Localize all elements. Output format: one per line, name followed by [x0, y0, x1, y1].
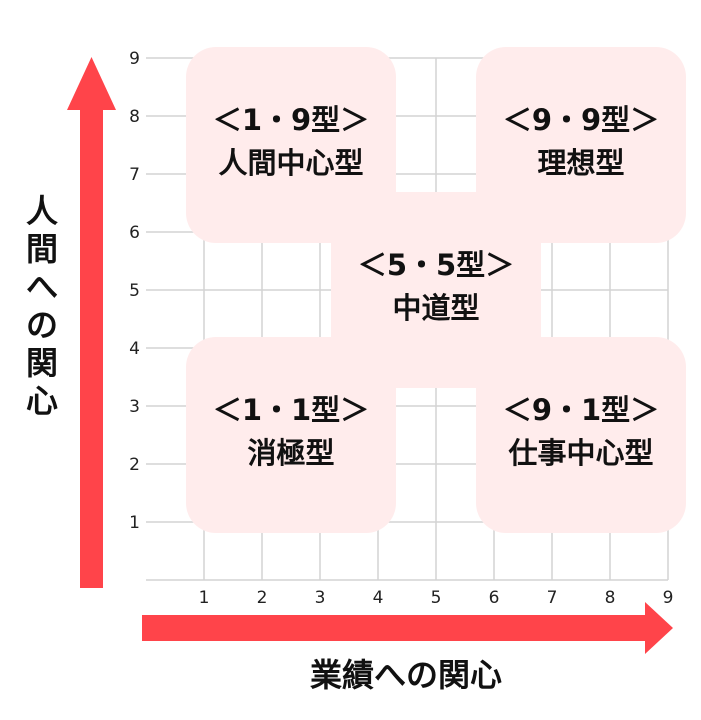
box-9-1 [476, 337, 686, 533]
y-tick-label: 7 [129, 165, 140, 185]
tick-labels: 1 2 3 4 5 6 7 8 9 1 2 3 4 5 6 7 8 9 [129, 49, 673, 608]
box-1-9 [186, 47, 396, 243]
y-axis-title-char: 心 [26, 382, 58, 420]
y-tick-label: 4 [129, 339, 140, 359]
box-9-9 [476, 47, 686, 243]
y-axis-title-char: へ [26, 268, 58, 306]
y-axis-title-char: 関 [26, 344, 58, 382]
y-axis-title-char: 間 [26, 230, 58, 268]
box-name-label: 仕事中心型 [507, 436, 653, 470]
x-axis-title: 業績への関心 [310, 656, 502, 694]
x-tick-label: 1 [199, 588, 210, 608]
x-tick-label: 3 [315, 588, 326, 608]
y-tick-label: 6 [129, 223, 140, 243]
box-type-label: ＜9・1型＞ [503, 393, 659, 427]
y-tick-label: 1 [129, 513, 140, 533]
x-tick-label: 8 [605, 588, 616, 608]
box-type-label: ＜5・5型＞ [358, 248, 514, 282]
box-name-label: 中道型 [392, 291, 479, 325]
x-tick-label: 9 [663, 588, 674, 608]
x-tick-label: 7 [547, 588, 558, 608]
y-tick-label: 2 [129, 455, 140, 475]
y-axis-title-char: の [26, 306, 58, 344]
type-boxes: ＜1・9型＞ 人間中心型 ＜9・9型＞ 理想型 ＜5・5型＞ 中道型 ＜1・1型＞ 消極型 ＜9… [186, 47, 686, 533]
box-1-1 [186, 337, 396, 533]
box-type-label: ＜1・9型＞ [213, 103, 369, 137]
x-tick-label: 4 [373, 588, 384, 608]
x-axis-arrow [142, 602, 673, 654]
box-type-label: ＜1・1型＞ [213, 393, 369, 427]
y-axis-title-char: 人 [26, 192, 58, 230]
x-tick-label: 5 [431, 588, 442, 608]
box-5-5 [331, 192, 541, 388]
x-tick-label: 6 [489, 588, 500, 608]
box-name-label: 理想型 [537, 146, 624, 180]
y-axis-arrow [67, 57, 116, 588]
box-name-label: 消極型 [247, 436, 334, 470]
y-tick-label: 9 [129, 49, 140, 69]
y-tick-label: 8 [129, 107, 140, 127]
y-tick-label: 5 [129, 281, 140, 301]
box-type-label: ＜9・9型＞ [503, 103, 659, 137]
y-tick-label: 3 [129, 397, 140, 417]
box-name-label: 人間中心型 [218, 146, 363, 180]
x-tick-label: 2 [257, 588, 268, 608]
